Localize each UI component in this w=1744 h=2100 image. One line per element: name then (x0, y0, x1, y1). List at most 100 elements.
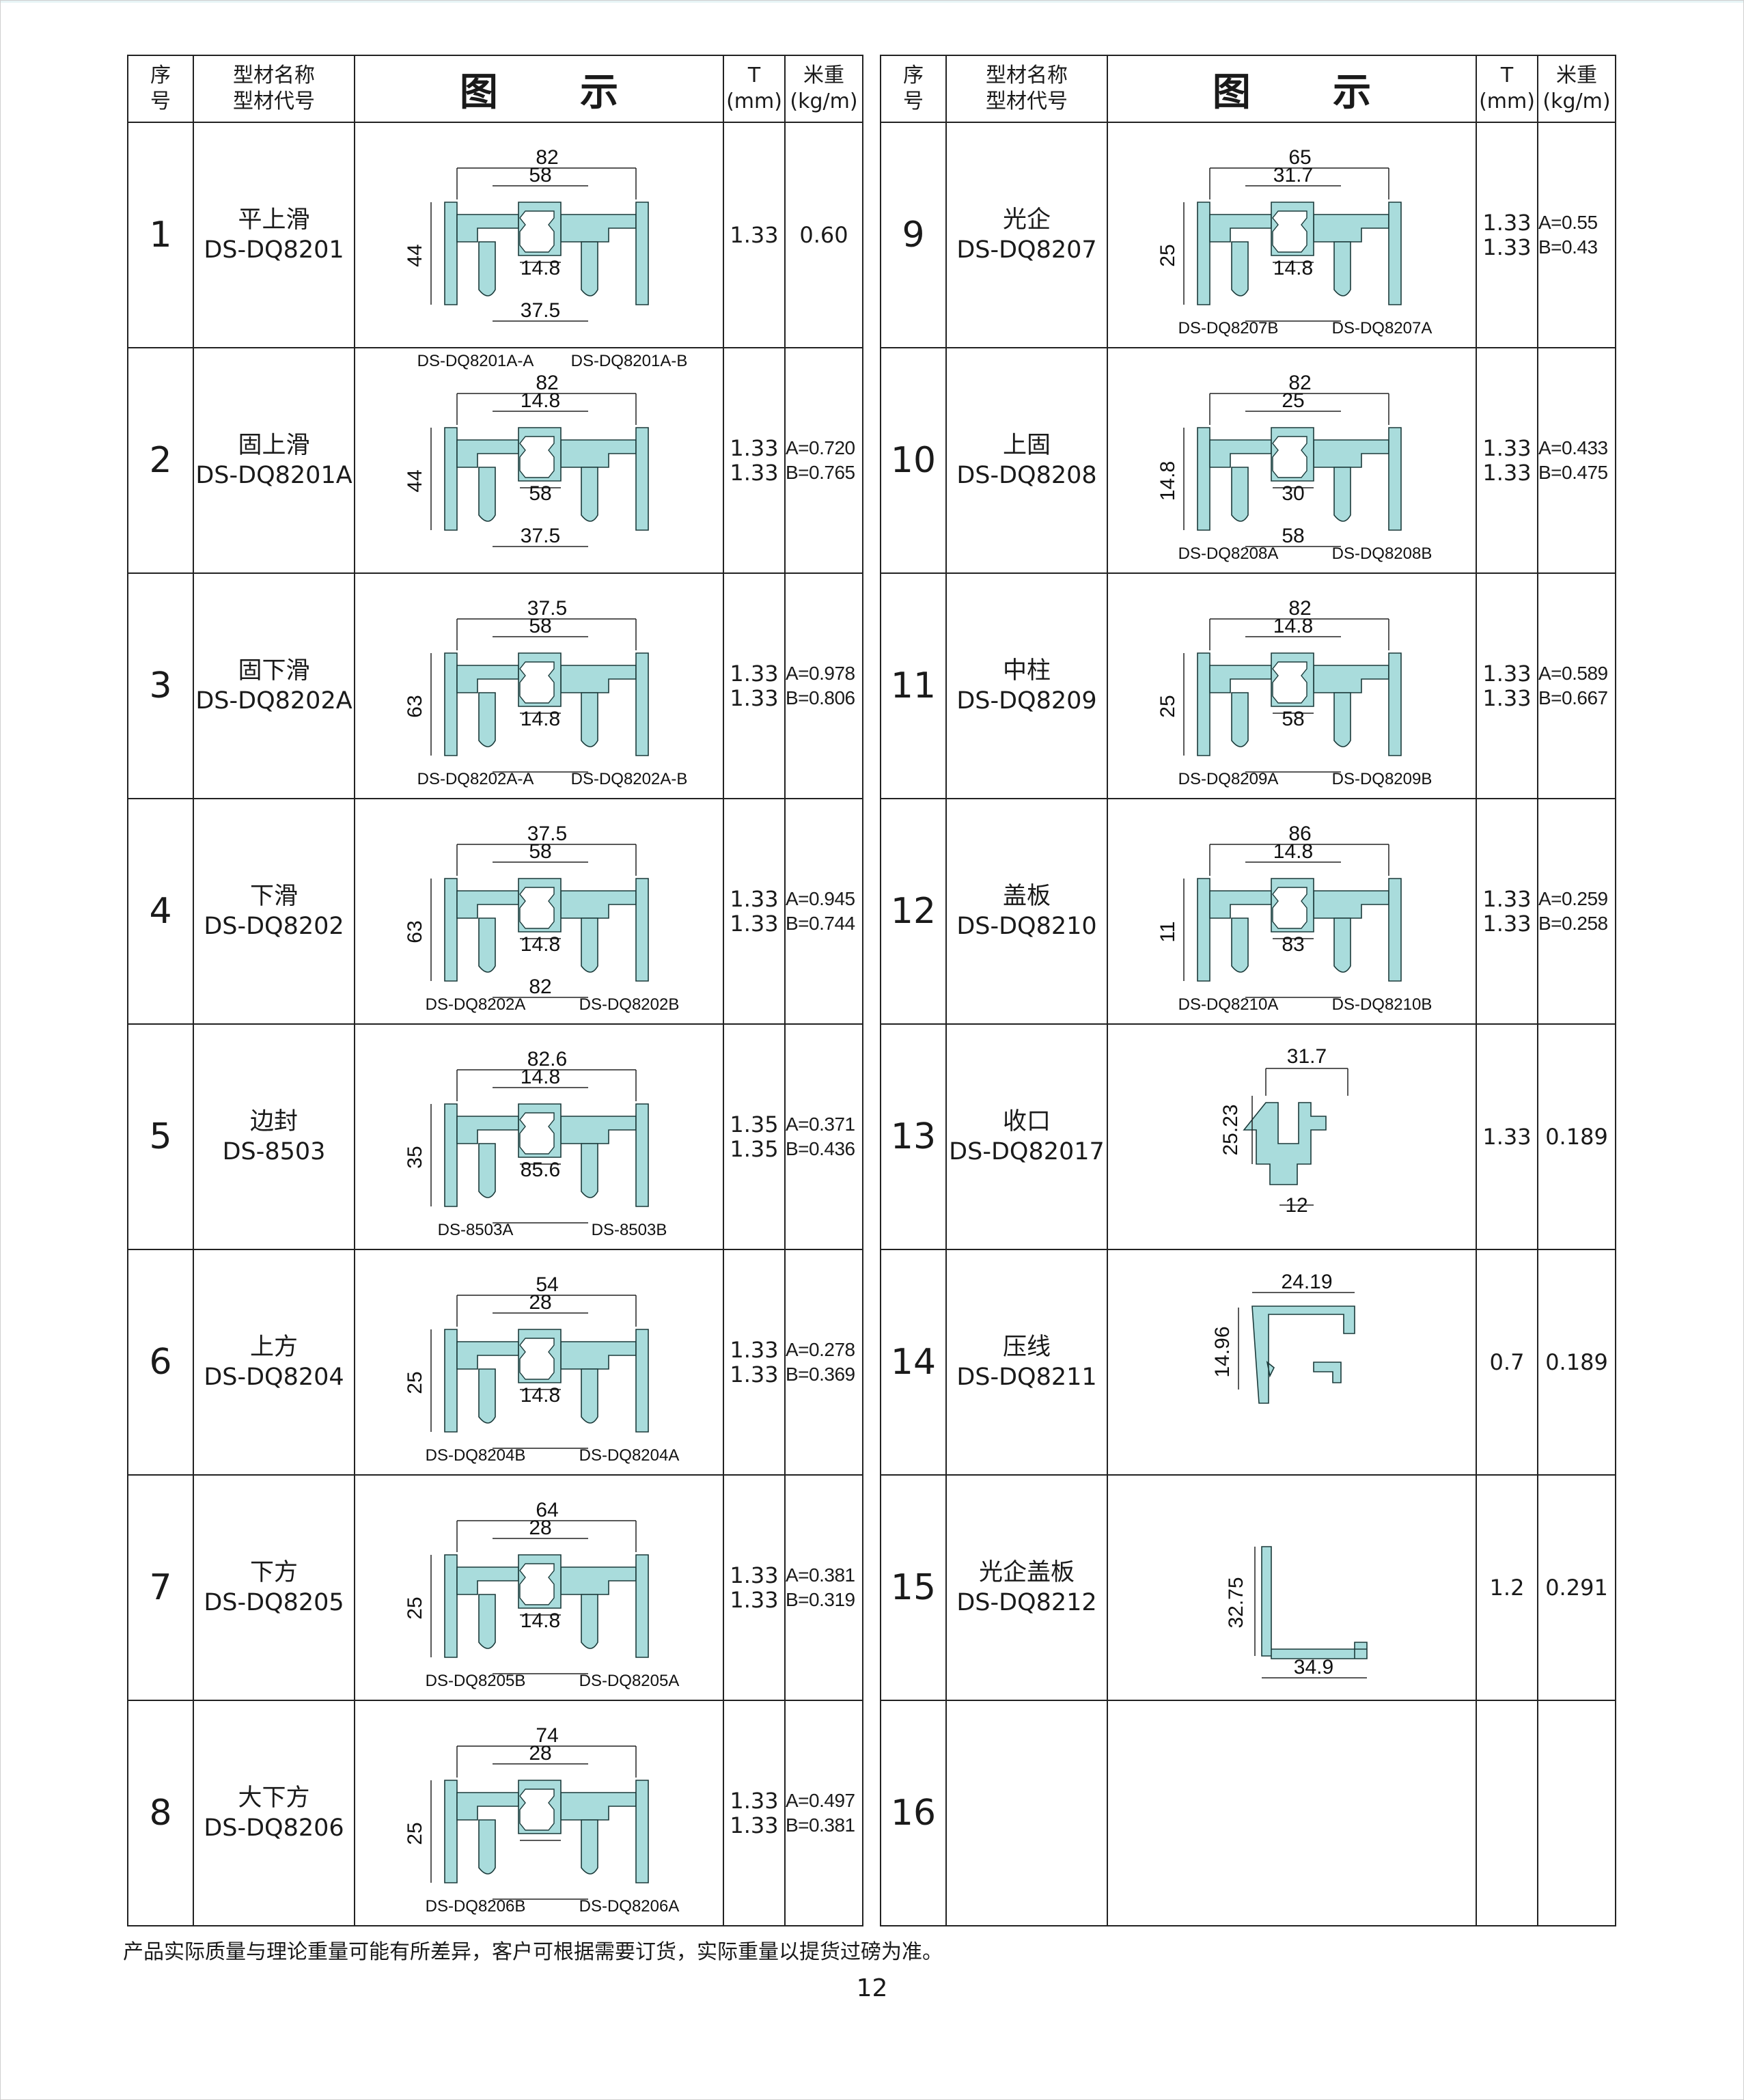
weight-value: B=0.744 (786, 913, 855, 934)
profile-shape (635, 652, 649, 756)
dimension-label: 74 (536, 1724, 558, 1747)
profile-shape (1197, 652, 1210, 756)
weight-cell: 0.291 (1537, 1474, 1616, 1701)
profile-shape (456, 1116, 519, 1144)
profile-code: DS-DQ8202A (195, 687, 352, 715)
weight-value: 0.291 (1545, 1575, 1608, 1601)
profile-shape (456, 214, 519, 243)
profile-shape (1313, 665, 1389, 693)
thickness-value: 1.33 (1482, 210, 1532, 236)
header-name: 型材名称型材代号 (193, 55, 355, 123)
dimension-label: 64 (536, 1499, 558, 1521)
profile-shape (1243, 1102, 1327, 1185)
dimension-label: 82 (536, 372, 558, 394)
dimension-label: 32.75 (1225, 1577, 1247, 1628)
weight-cell (1537, 1700, 1616, 1926)
profile-cavity (519, 1338, 555, 1380)
profile-shape (1313, 439, 1389, 468)
profile-code: DS-DQ8201 (204, 236, 344, 264)
profile-shape (1313, 214, 1389, 243)
dimension-label: 37.5 (521, 299, 560, 322)
thickness-value: 1.33 (730, 1337, 779, 1363)
profile-shape (581, 692, 598, 747)
profile-name: 平上滑 (238, 206, 310, 234)
header-name: 型材名称型材代号 (945, 55, 1108, 123)
header-figure: 图 示 (1107, 55, 1477, 123)
profile-name: 盖板 (1002, 883, 1051, 910)
dimension-label: 25 (1282, 389, 1304, 412)
dimension-label: 11 (1157, 921, 1179, 942)
thickness-value: 1.33 (1482, 661, 1532, 687)
sub-part-label: DS-DQ8205A (579, 1672, 680, 1690)
dimension-label: 25 (404, 1597, 426, 1619)
sub-part-label: DS-DQ8209A (1178, 770, 1279, 788)
profile-shape (444, 202, 458, 305)
weight-value: B=0.765 (786, 462, 855, 483)
profile-cavity (519, 210, 555, 253)
dimension-label: 63 (404, 920, 426, 943)
row-number: 9 (880, 122, 947, 348)
sub-part-label: DS-DQ8204B (426, 1446, 526, 1465)
dimension-label: 14.8 (1157, 461, 1179, 501)
dimension-label: 54 (536, 1273, 558, 1296)
weight-value: 0.189 (1545, 1124, 1608, 1150)
profile-name: 压线 (1002, 1334, 1051, 1361)
weight-value: B=0.319 (786, 1589, 855, 1610)
profile-shape (444, 878, 458, 982)
dimension-label: 82.6 (527, 1048, 567, 1070)
weight-value: B=0.667 (1538, 687, 1608, 708)
dimension-label: 28 (529, 1291, 551, 1314)
sub-part-label: DS-DQ8210B (1332, 995, 1432, 1014)
thickness-value: 1.33 (1482, 435, 1532, 461)
header-weight: 米重(kg/m) (784, 55, 863, 123)
dimension-label: 14.8 (521, 708, 560, 730)
thickness-value: 1.33 (730, 222, 779, 248)
profile-shape (1313, 1362, 1342, 1383)
profile-shape (1333, 467, 1351, 522)
profile-shape (456, 439, 519, 468)
profile-cavity (1272, 887, 1307, 929)
profile-cavity (1272, 210, 1307, 253)
profile-shape (581, 241, 598, 296)
weight-value: B=0.381 (786, 1814, 855, 1836)
profile-shape (1197, 202, 1210, 305)
thickness-value: 1.33 (1482, 911, 1532, 937)
profile-cavity (519, 1112, 555, 1155)
table-header: 序号 型材名称型材代号 图 示 T(mm) 米重(kg/m) (880, 55, 1616, 123)
weight-value: B=0.258 (1538, 913, 1608, 934)
weight-value: A=0.371 (786, 1114, 855, 1135)
row-number: 3 (127, 572, 194, 799)
weight-value: B=0.369 (786, 1364, 855, 1385)
sub-part-label: DS-DQ8208B (1332, 544, 1432, 563)
profile-code: DS-DQ8209 (956, 687, 1097, 715)
profile-shape (560, 439, 637, 468)
profile-shape (1231, 692, 1249, 747)
sub-part-label: DS-DQ8206B (426, 1897, 526, 1916)
profile-shape (1209, 665, 1272, 693)
profile-shape (635, 427, 649, 531)
profile-code: DS-DQ8201A (195, 462, 352, 489)
footer-note: 产品实际质量与理论重量可能有所差异，客户可根据需要订货，实际重量以提货过磅为准。 (123, 1940, 943, 1964)
